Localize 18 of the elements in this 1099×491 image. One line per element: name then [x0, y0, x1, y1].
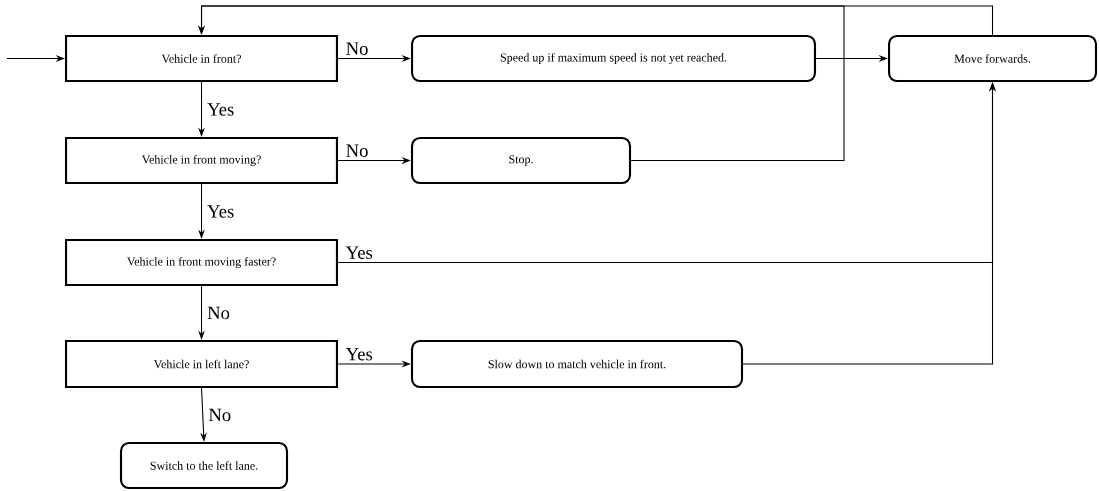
process-box: Speed up if maximum speed is not yet reached.	[410, 34, 817, 83]
edge-label: No	[346, 144, 368, 157]
edge-label: Yes	[345, 348, 373, 361]
edge-label: Yes	[207, 103, 234, 116]
arrow	[198, 5, 994, 36]
edge-label: No	[207, 306, 230, 320]
process-box: Slow down to match vehicle in front.	[410, 339, 744, 389]
process-box: Move forwards.	[887, 34, 1098, 83]
decision-box: Vehicle in left lane?	[64, 339, 339, 389]
decision-box: Vehicle in front moving?	[64, 136, 339, 185]
edge-label: Yes	[345, 246, 373, 259]
edge-label: No	[208, 408, 231, 422]
decision-box: Vehicle in front?	[64, 34, 339, 83]
edge-label: Yes	[207, 205, 234, 218]
decision-box: Vehicle in front moving faster?	[64, 238, 339, 287]
process-box: Stop.	[410, 136, 632, 185]
process-box: Switch to the left lane.	[119, 441, 289, 490]
edge-label: No	[346, 42, 368, 55]
